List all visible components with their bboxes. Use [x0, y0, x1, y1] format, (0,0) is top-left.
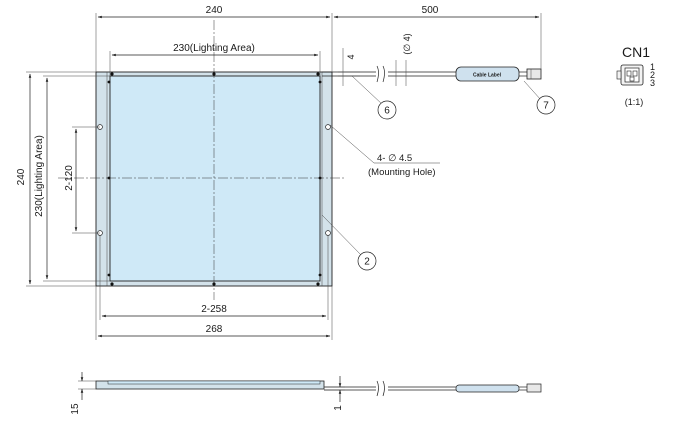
- overall-width-label: 268: [206, 324, 223, 335]
- top-width-label: 240: [206, 5, 223, 16]
- mounting-holes-count-label: 4- ∅ 4.5: [377, 153, 412, 164]
- callout-6: 6: [384, 106, 390, 117]
- pin-2: 2: [650, 70, 655, 80]
- front-view: Cable Label 240 500 230(Lighting Area) 4…: [16, 5, 556, 340]
- callout-circle-7: [536, 95, 556, 115]
- connector-plug: [526, 68, 542, 80]
- thickness-label: 15: [70, 403, 81, 415]
- connector-title: CN1: [622, 44, 650, 60]
- callout-2: 2: [364, 257, 370, 268]
- pin-3: 3: [650, 78, 655, 88]
- hole-pitch-horizontal-label: 2-258: [201, 304, 227, 315]
- lighting-width-label: 230(Lighting Area): [173, 43, 255, 54]
- mounting-holes-label: (Mounting Hole): [368, 167, 436, 178]
- pin-1: 1: [650, 62, 655, 72]
- cable: Cable Label: [322, 65, 542, 83]
- fixing-dots: [107, 72, 322, 286]
- hole-pitch-vertical-label: 2-120: [64, 165, 75, 191]
- side-connector: [526, 383, 542, 393]
- cable-label: [455, 66, 520, 82]
- cable-label-text: Cable Label: [473, 73, 502, 79]
- connector-cn1: CN1 1 2 3 (1:1): [616, 44, 655, 107]
- cable-diameter-label: (∅ 4): [402, 33, 412, 54]
- height-label: 240: [16, 168, 27, 185]
- callout-circle-6: [377, 100, 397, 120]
- lighting-height-label: 230(Lighting Area): [34, 135, 45, 217]
- panel-thickness-label: 1: [333, 405, 344, 411]
- callout-7: 7: [543, 101, 549, 112]
- cable-offset-label: 4: [346, 54, 356, 59]
- cable-length-label: 500: [422, 5, 439, 16]
- connector-scale: (1:1): [625, 97, 644, 107]
- lighting-area: [109, 75, 321, 282]
- side-view: 15 1: [70, 372, 542, 415]
- callout-circle-2: [357, 251, 377, 271]
